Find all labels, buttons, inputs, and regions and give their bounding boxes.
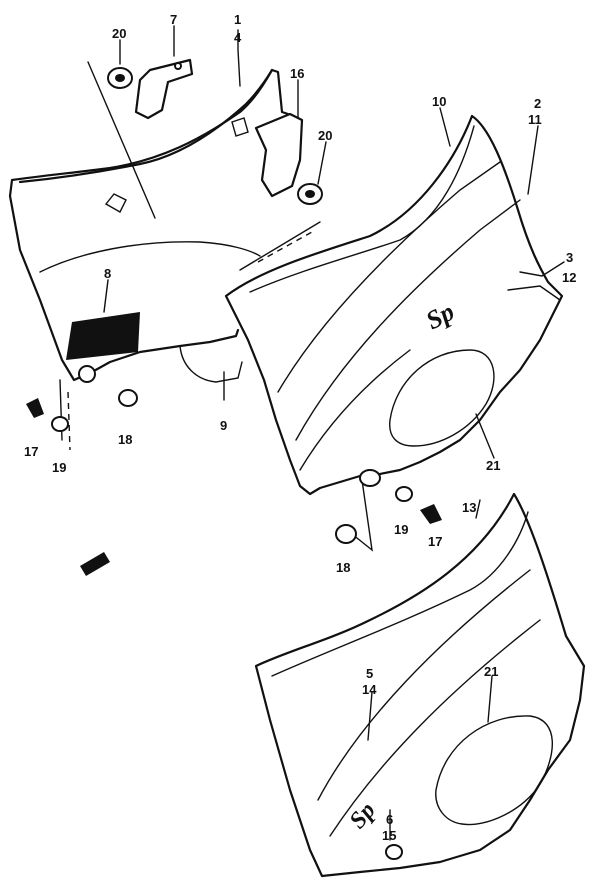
callout-5: 5 <box>366 666 373 681</box>
callout-17: 17 <box>24 444 38 459</box>
callout-18: 18 <box>336 560 350 575</box>
svg-text:Sp: Sp <box>421 297 459 336</box>
bracket-7 <box>107 58 194 120</box>
callout-labels: 1 4 7 20 16 20 10 2 11 3 12 8 9 17 19 18… <box>24 12 576 843</box>
bracket-16 <box>231 112 323 205</box>
callout-9: 9 <box>220 418 227 433</box>
fasteners <box>26 389 442 576</box>
callout-19: 19 <box>52 460 66 475</box>
callout-17: 17 <box>428 534 442 549</box>
callout-10: 10 <box>432 94 446 109</box>
callout-15: 15 <box>382 828 396 843</box>
left-frame-cover <box>8 68 290 383</box>
callout-18: 18 <box>118 432 132 447</box>
callout-3: 3 <box>566 250 573 265</box>
callout-2: 2 <box>534 96 541 111</box>
svg-text:Sp: Sp <box>345 798 381 834</box>
right-side-cover-lower: Sp <box>254 492 586 878</box>
callout-11: 11 <box>528 112 542 127</box>
callout-14: 14 <box>362 682 377 697</box>
callout-7: 7 <box>170 12 177 27</box>
right-side-cover-upper: Sp <box>224 114 564 496</box>
callout-21: 21 <box>484 664 498 679</box>
callout-21: 21 <box>486 458 500 473</box>
callout-19: 19 <box>394 522 408 537</box>
callout-16: 16 <box>290 66 304 81</box>
callout-12: 12 <box>562 270 576 285</box>
callout-20: 20 <box>318 128 332 143</box>
callout-6: 6 <box>386 812 393 827</box>
callout-13: 13 <box>462 500 476 515</box>
callout-8: 8 <box>104 266 111 281</box>
callout-4: 4 <box>234 30 242 45</box>
callout-1: 1 <box>234 12 241 27</box>
decal-8 <box>66 312 140 360</box>
leader-lines <box>103 25 565 841</box>
callout-20: 20 <box>112 26 126 41</box>
